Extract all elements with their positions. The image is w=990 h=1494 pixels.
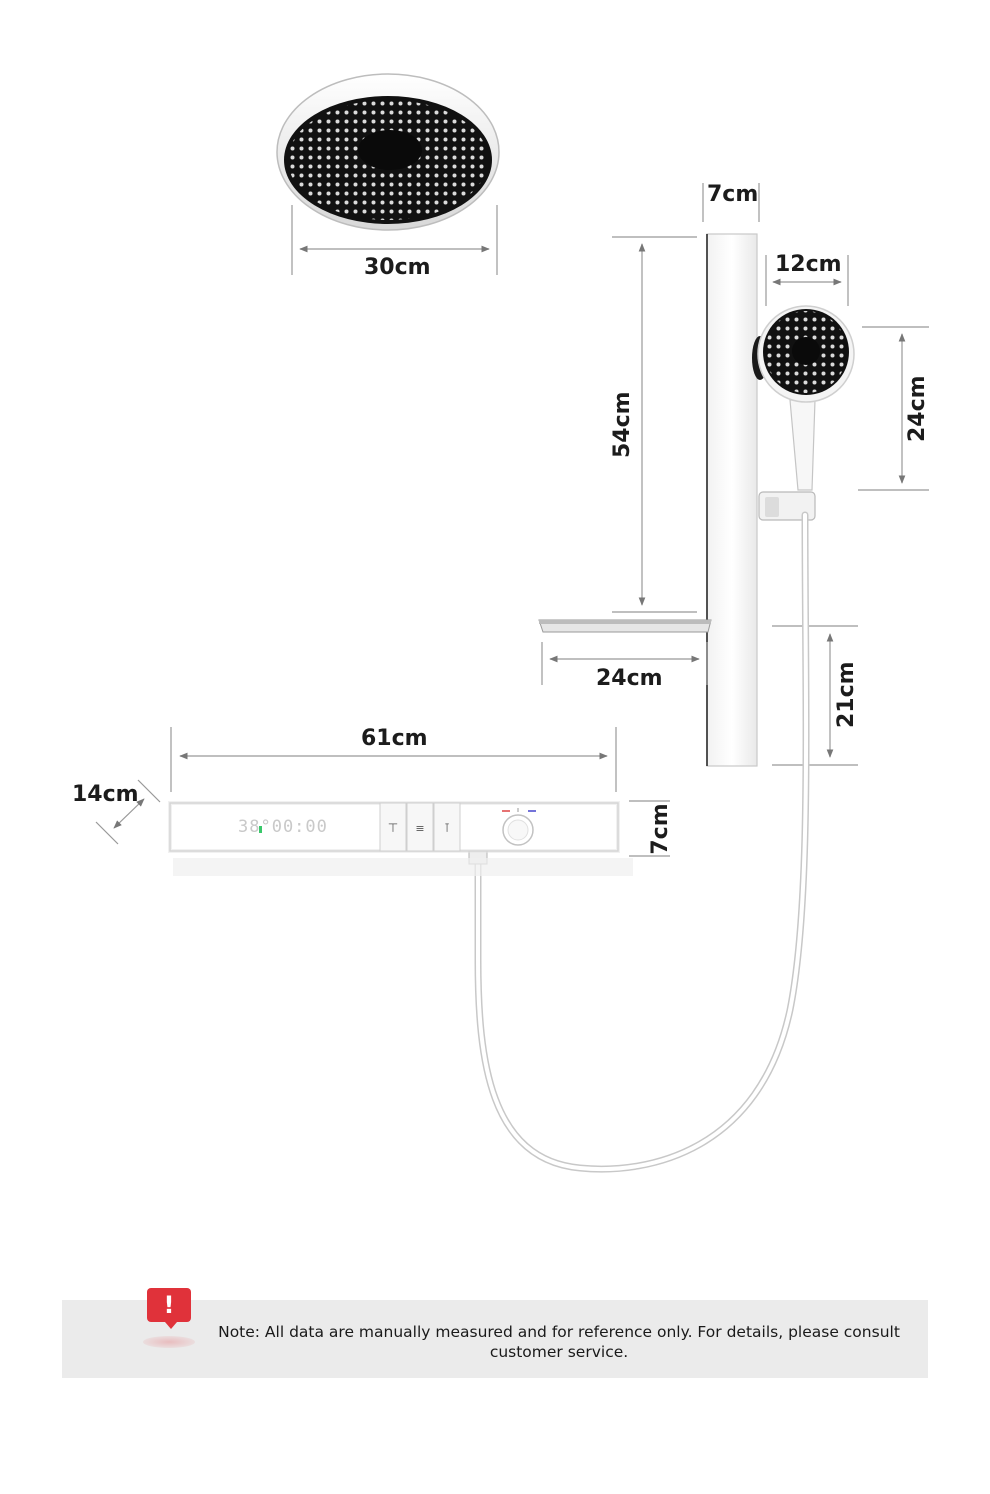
exclamation-icon: ! [147, 1288, 191, 1329]
hand-shower [752, 305, 855, 521]
note-text: Note: All data are manually measured and… [218, 1323, 900, 1361]
button-handheld-icon: ⊺ [444, 821, 450, 835]
note-banner [62, 1300, 928, 1378]
label-panel-length: 61cm [361, 726, 428, 751]
label-handheld-length: 24cm [905, 375, 930, 442]
button-spray-icon: ≡ [415, 822, 424, 835]
label-column-height: 54cm [610, 391, 635, 458]
label-shelf-width: 24cm [596, 666, 663, 691]
button-rain-icon: ⊤ [388, 821, 398, 835]
dimension-line-panel-depth [95, 779, 161, 845]
note-icon-shadow [143, 1336, 195, 1348]
dimension-line-head-diameter [291, 205, 498, 275]
shower-column [706, 233, 758, 767]
label-handheld-diameter: 12cm [775, 252, 842, 277]
dimension-line-handheld-diameter [765, 255, 849, 306]
dimension-line-column-width [702, 183, 760, 222]
rain-shower-head [276, 73, 500, 231]
label-panel-height: 7cm [648, 803, 673, 855]
label-rain-head-diameter: 30cm [364, 255, 431, 280]
dimension-line-panel-length [170, 727, 617, 792]
shelf [538, 619, 712, 633]
dimension-line-handheld-length [858, 326, 929, 491]
label-panel-depth: 14cm [72, 782, 139, 807]
temperature-time-display: 38°00:00 [238, 817, 328, 837]
label-lower-column-height: 21cm [834, 661, 859, 728]
display-indicator [259, 826, 262, 833]
control-panel: ⊤ ≡ ⊺ [168, 801, 633, 876]
dimension-line-column-height [612, 236, 697, 613]
dimension-line-shelf-width [541, 642, 708, 685]
dimension-line-lower-column [772, 625, 858, 766]
label-column-width: 7cm [707, 182, 759, 207]
dimension-line-panel-height [629, 800, 670, 857]
